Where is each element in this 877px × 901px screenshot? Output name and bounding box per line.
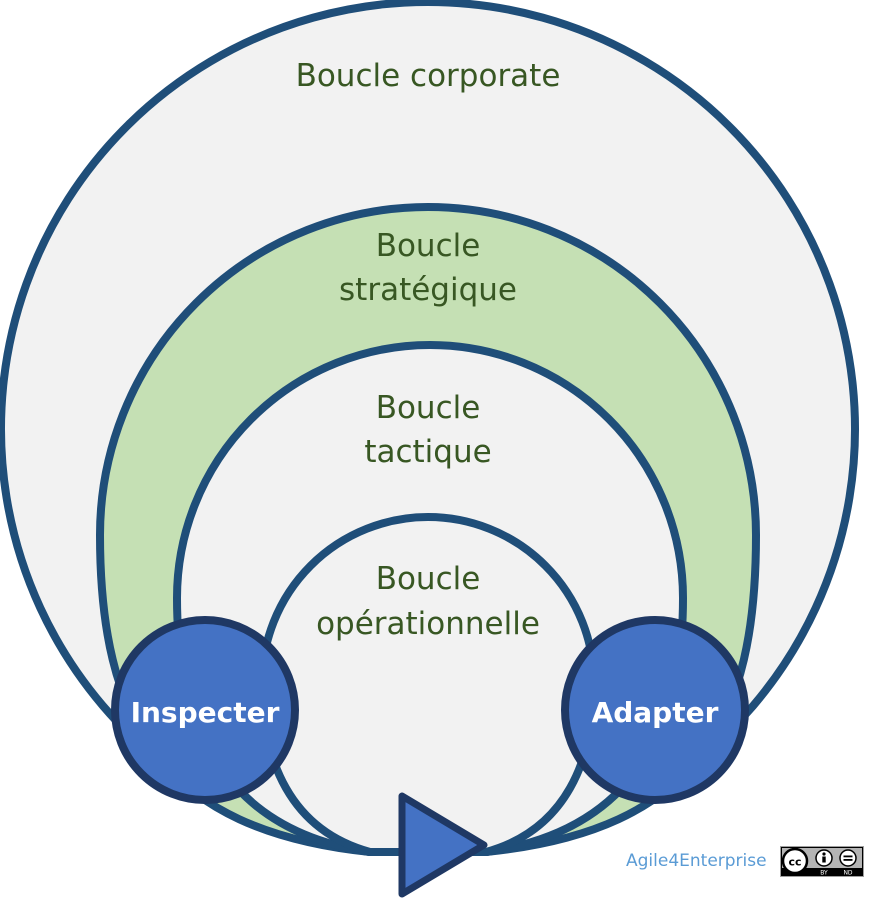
tactical-loop-label-line2: tactique — [364, 434, 491, 470]
cycle-direction-arrow — [398, 792, 488, 898]
corporate-loop-label: Boucle corporate — [296, 58, 561, 94]
license-by-text: BY — [820, 870, 828, 877]
svg-text:cc: cc — [788, 856, 801, 869]
license-nd-text: ND — [843, 870, 852, 877]
strategic-loop-label-line2: stratégique — [339, 272, 517, 308]
tactical-loop-label-line1: Boucle — [376, 390, 481, 426]
strategic-loop-label-line1: Boucle — [376, 228, 481, 264]
operational-loop-label-line1: Boucle — [376, 561, 481, 597]
adapt-label: Adapter — [592, 696, 719, 729]
cc-by-nd-icon: cc BY ND — [780, 846, 864, 877]
operational-loop-label-line2: opérationnelle — [316, 606, 540, 642]
adapt-node: Adapter — [561, 616, 749, 804]
inspect-node: Inspecter — [111, 616, 299, 804]
author-credit: Agile4Enterprise — [626, 851, 767, 871]
inspect-label: Inspecter — [131, 696, 280, 729]
